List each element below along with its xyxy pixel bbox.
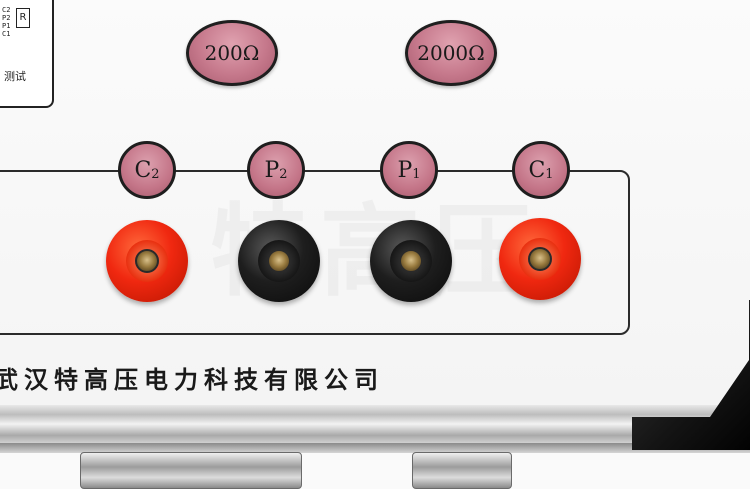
socket-hole[interactable] bbox=[528, 247, 552, 271]
case-aluminium-rail bbox=[0, 405, 750, 443]
socket-hole[interactable] bbox=[135, 249, 159, 273]
wiring-diagram: C2 P2 P1 C1 R 测试 bbox=[0, 0, 54, 108]
binding-post-c1-red[interactable] bbox=[499, 218, 581, 300]
socket-hole[interactable] bbox=[399, 249, 423, 273]
case-latch-right[interactable] bbox=[412, 452, 512, 489]
case-rail-lower bbox=[0, 443, 750, 453]
socket-hole[interactable] bbox=[267, 249, 291, 273]
binding-post-p2-black[interactable] bbox=[238, 220, 320, 302]
binding-post-c2-red[interactable] bbox=[106, 220, 188, 302]
test-label: 测试 bbox=[4, 70, 26, 83]
terminal-frame bbox=[0, 170, 630, 335]
range-2000-ohm-button[interactable]: 2000Ω bbox=[405, 20, 497, 86]
diagram-terminal-list: C2 P2 P1 C1 bbox=[2, 6, 11, 38]
case-latch-left[interactable] bbox=[80, 452, 302, 489]
instrument-panel bbox=[0, 0, 750, 410]
range-200-ohm-button[interactable]: 200Ω bbox=[186, 20, 278, 86]
resistor-symbol: R bbox=[16, 8, 30, 28]
company-name: 武汉特高压电力科技有限公司 bbox=[0, 366, 384, 394]
binding-post-p1-black[interactable] bbox=[370, 220, 452, 302]
